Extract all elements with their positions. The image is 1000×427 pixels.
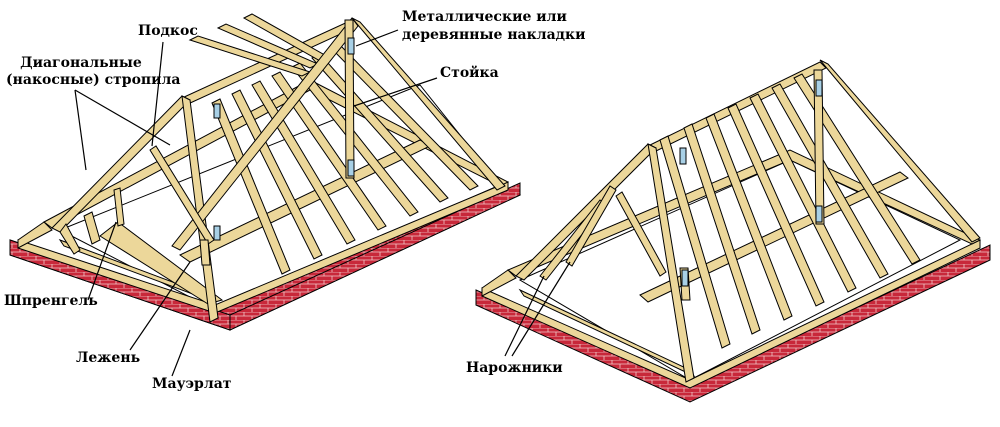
label-lezhen: Лежень [76,350,141,366]
leader-stoyka [353,77,438,107]
right-diagonal-rafters [515,59,981,383]
leader-plates [355,29,399,47]
label-podkos: Подкос [138,23,198,39]
label-diagonal-rafters-line2: (накосные) стропила [6,72,181,88]
leader-diagonal-a [74,89,87,171]
leader-podkos [151,41,164,147]
label-plates-line1: Металлические или [402,9,567,25]
leader-mauerlat [171,329,191,377]
left-lezhen [58,139,432,305]
left-plates [213,37,355,241]
left-struts [113,19,355,266]
label-narozhniki: Нарожники [466,360,563,376]
leader-narozhniki-a [504,275,545,357]
right-roof-frame [475,59,991,403]
right-plates [679,79,823,287]
leader-lezhen [129,261,191,351]
leader-diagonal-b [74,89,171,146]
right-rafters [659,73,921,349]
left-roof-frame [9,13,522,331]
label-diagonal-rafters-line1: Диагональные [20,55,142,71]
label-plates-line2: деревянные накладки [402,27,586,43]
label-stoyka: Стойка [440,65,499,81]
leader-narozhniki-b [511,261,571,357]
label-mauerlat: Мауэрлат [152,376,232,392]
leader-lines [74,29,571,377]
leader-shprengel [87,221,117,301]
right-struts [615,69,825,301]
label-shprengel: Шпренгель [4,293,98,309]
